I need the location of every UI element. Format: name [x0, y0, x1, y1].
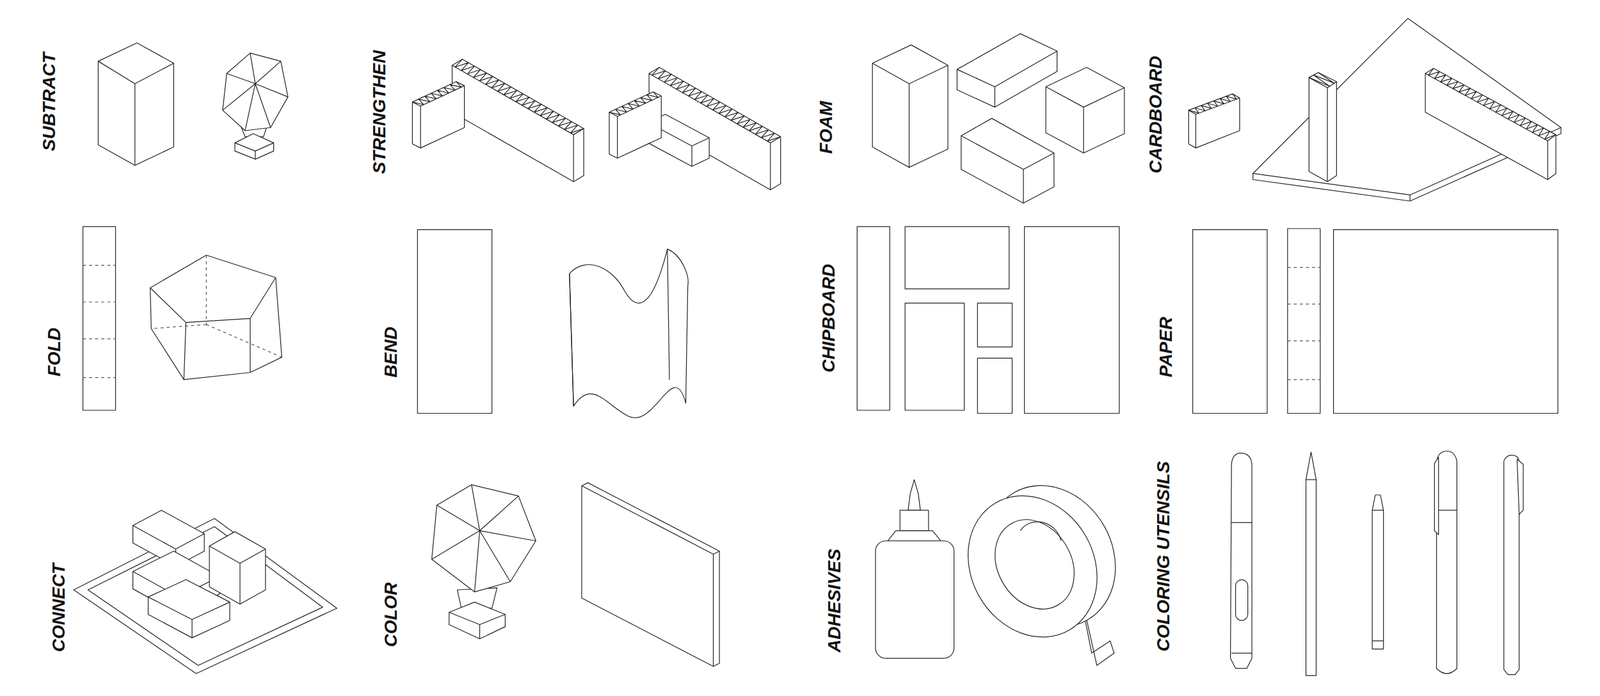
colored-panel — [581, 482, 720, 667]
section-label: PAPER — [1157, 316, 1176, 377]
subtract-block — [97, 42, 174, 166]
section-label: COLORING UTENSILS — [1154, 460, 1173, 651]
fold-strip — [83, 226, 116, 411]
section-label: COLOR — [382, 581, 400, 647]
section-label: FOAM — [817, 101, 836, 154]
corrugation — [1428, 68, 1556, 140]
strengthen-walls — [412, 58, 584, 182]
tape-roll — [942, 461, 1141, 665]
corrugation — [412, 81, 461, 105]
section-label: STRENGTHEN — [370, 50, 389, 175]
section-label: FOLD — [45, 327, 64, 377]
colored-model — [432, 484, 537, 639]
crayon — [1372, 494, 1384, 649]
bend-sheet — [417, 229, 688, 418]
pen — [1504, 455, 1524, 675]
highlighter — [1230, 453, 1252, 669]
corrugation — [609, 91, 658, 115]
marker — [1434, 450, 1457, 673]
strengthen-walls-braced — [609, 67, 781, 190]
paper-sheets — [1192, 228, 1559, 413]
corrugation — [652, 67, 781, 141]
corrugation — [1308, 72, 1334, 87]
section-label: SUBTRACT — [40, 52, 59, 152]
section-label: CHIPBOARD — [819, 264, 838, 374]
section-label: CARDBOARD — [1146, 55, 1165, 174]
corrugation — [455, 58, 584, 133]
connected-blocks — [73, 510, 337, 674]
section-label: CONNECT — [49, 562, 68, 651]
folded-prism — [150, 254, 283, 379]
foam-blocks — [872, 33, 1125, 204]
section-label: ADHESIVES — [825, 548, 844, 653]
section-label: BEND — [382, 326, 400, 377]
chipboard-sheets — [856, 226, 1120, 414]
glue-bottle — [875, 479, 955, 658]
cardboard-pieces — [1188, 18, 1561, 201]
corrugation — [1188, 94, 1237, 114]
pencil — [1306, 451, 1317, 676]
faceted-model — [222, 53, 288, 160]
